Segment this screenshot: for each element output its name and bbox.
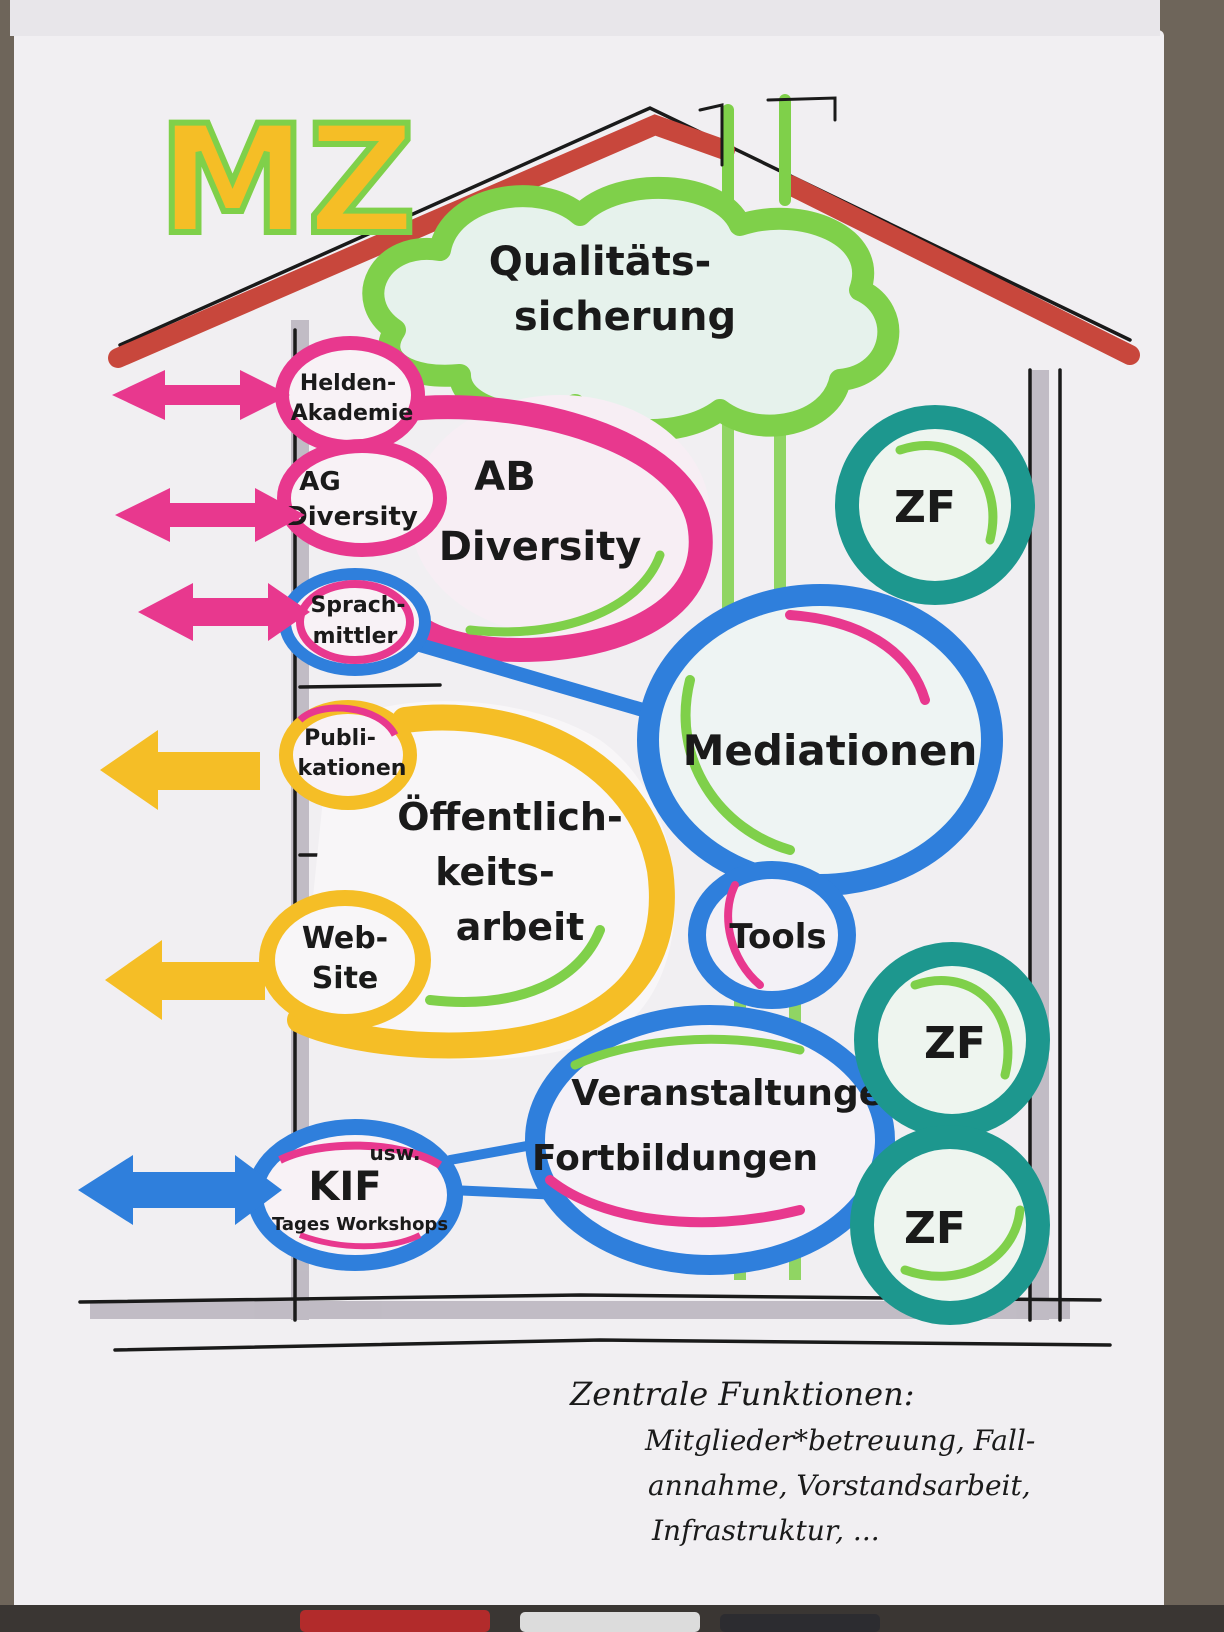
- marker-red: [300, 1610, 490, 1632]
- marker-white: [520, 1612, 700, 1632]
- node-publikationen: Publi-kationen: [279, 700, 417, 810]
- arrow-helden: [112, 370, 290, 420]
- svg-text:ZF: ZF: [904, 1203, 966, 1254]
- node-zf-3: ZF: [850, 1125, 1050, 1325]
- svg-text:Tages Workshops: Tages Workshops: [272, 1214, 448, 1235]
- node-zf-1: ZF: [835, 405, 1035, 605]
- svg-text:Publi-kationen: Publi-kationen: [298, 726, 407, 781]
- svg-text:Zentrale Funktionen:: Zentrale Funktionen:: [569, 1375, 914, 1413]
- svg-text:MZ: MZ: [158, 94, 416, 268]
- node-helden-akademie: Helden-Akademie: [275, 336, 425, 454]
- node-sprachmittler: Sprach-mittler: [279, 568, 431, 676]
- node-tools: Tools: [688, 861, 856, 1009]
- arrow-publikationen: [100, 730, 260, 810]
- svg-text:Tools: Tools: [729, 917, 826, 957]
- node-zf-2: ZF: [854, 942, 1050, 1138]
- svg-text:Web-Site: Web-Site: [302, 921, 388, 996]
- arrow-sprachmittler: [138, 583, 310, 641]
- svg-text:Öffentlich-keits-arbeit: Öffentlich-keits-arbeit: [397, 795, 622, 949]
- node-kif: usw. KIF Tages Workshops: [247, 1119, 463, 1271]
- svg-text:Helden-Akademie: Helden-Akademie: [291, 371, 414, 426]
- node-website: Web-Site: [259, 890, 431, 1030]
- arrow-website: [105, 940, 265, 1020]
- svg-text:Mediationen: Mediationen: [683, 726, 978, 775]
- svg-text:ZF: ZF: [894, 482, 956, 533]
- svg-text:Qualitäts-sicherung: Qualitäts-sicherung: [489, 239, 736, 340]
- roof-right: [780, 175, 1140, 365]
- svg-text:Mitglieder*betreuung, Fall-: Mitglieder*betreuung, Fall-: [644, 1424, 1035, 1457]
- svg-text:annahme, Vorstandsarbeit,: annahme, Vorstandsarbeit,: [648, 1469, 1031, 1502]
- svg-text:Sprach-mittler: Sprach-mittler: [310, 593, 405, 649]
- cloud-qualitaetssicherung: Qualitäts-sicherung: [362, 176, 900, 442]
- svg-text:KIF: KIF: [308, 1164, 381, 1210]
- marker-dark: [720, 1614, 880, 1632]
- title-mz: MZ: [155, 91, 419, 271]
- arrow-ag-diversity: [115, 488, 305, 542]
- chimney: [698, 94, 837, 216]
- arrow-kif: [78, 1155, 282, 1225]
- flipchart-top-sheet: [10, 0, 1160, 36]
- svg-text:usw.: usw.: [370, 1141, 421, 1165]
- roof: [108, 114, 735, 368]
- svg-text:ZF: ZF: [924, 1018, 986, 1069]
- svg-text:Infrastruktur, ...: Infrastruktur, ...: [651, 1514, 880, 1547]
- central-functions-note: Zentrale Funktionen: Mitglieder*betreuun…: [569, 1375, 1035, 1547]
